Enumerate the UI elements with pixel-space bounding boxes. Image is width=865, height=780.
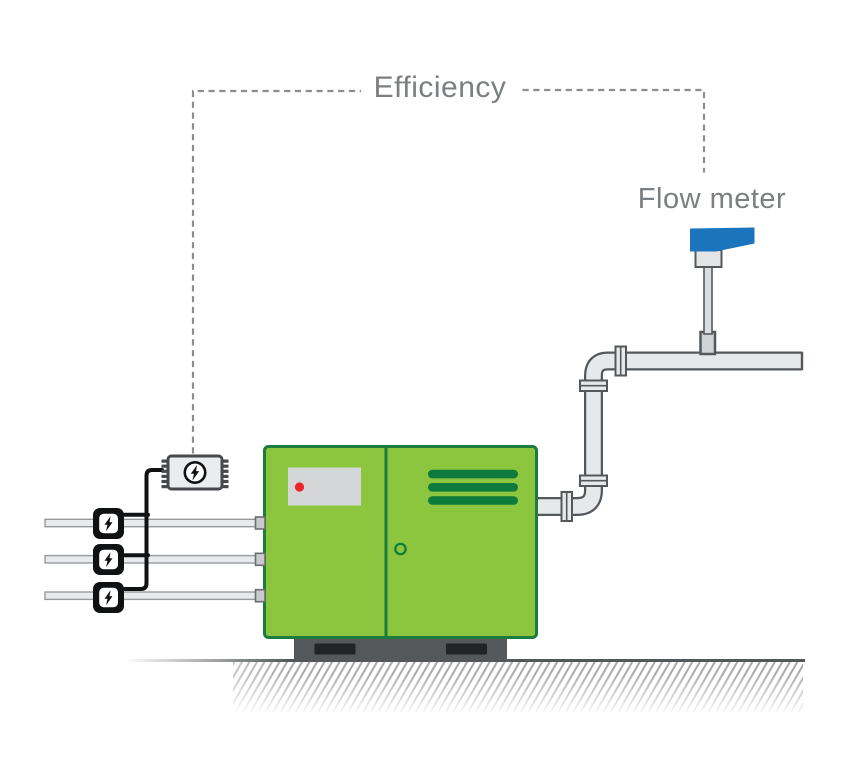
sensor-wires: [123, 468, 164, 591]
dashed-connectors: [191, 88, 706, 454]
flow-meter-probe: [703, 265, 713, 335]
flow-meter-label: Flow meter: [637, 183, 787, 215]
power-meter-pins: [161, 459, 229, 489]
pipe-flange: [560, 491, 573, 522]
vent-slat: [428, 483, 518, 492]
power-meter-icon: [183, 460, 207, 484]
current-sensor: [93, 544, 124, 575]
power-cable: [44, 591, 258, 601]
cable-connector: [254, 516, 266, 530]
flow-meter-neck: [694, 249, 723, 268]
vent-grille: [428, 469, 518, 505]
flow-meter: [690, 227, 755, 356]
efficiency-dash-left: [191, 89, 361, 454]
pipe-outline: [537, 351, 802, 516]
compressor-base: [294, 637, 507, 661]
door-knob: [394, 542, 407, 556]
power-meter: [161, 454, 229, 491]
current-sensor: [93, 582, 124, 613]
efficiency-label: Efficiency: [373, 71, 507, 104]
sensor-wire: [123, 468, 164, 591]
power-cable: [44, 518, 258, 528]
vent-slat: [428, 496, 518, 505]
base-slot: [446, 643, 487, 655]
base-slot: [314, 643, 356, 655]
pipe-flange: [579, 474, 608, 487]
power-indicator-light: [294, 482, 305, 492]
ground: [124, 645, 810, 716]
efficiency-dash-right: [522, 88, 706, 173]
compressor: [263, 445, 538, 661]
ground-fade-bottom: [225, 674, 810, 716]
current-sensors: [93, 508, 124, 613]
pipe-body: [537, 353, 802, 514]
cable-connector: [254, 552, 266, 567]
flow-meter-fitting: [699, 330, 717, 356]
power-cables: [44, 516, 266, 603]
vent-slat: [428, 469, 518, 479]
pipe-flange: [614, 345, 627, 377]
current-sensor: [93, 508, 124, 539]
cable-connector: [254, 588, 266, 603]
flow-meter-head: [690, 227, 755, 252]
discharge-pipe: [537, 345, 804, 522]
pipe-flange: [579, 379, 608, 392]
power-cable: [44, 554, 258, 564]
